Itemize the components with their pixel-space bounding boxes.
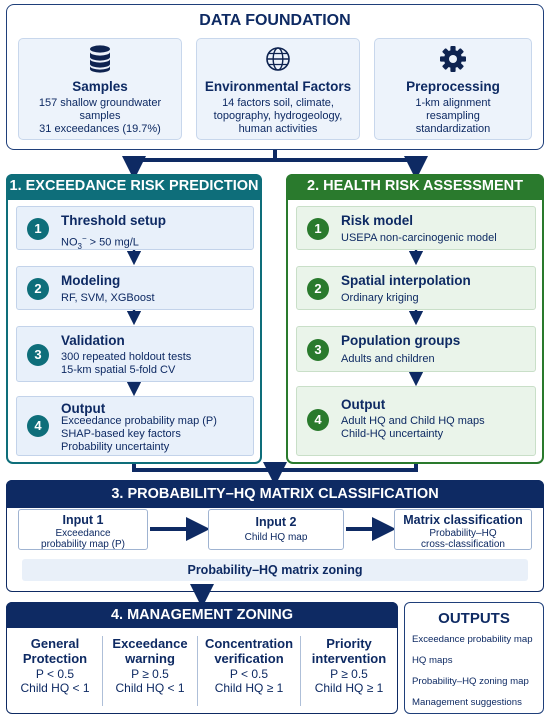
zone-general-protection: General Protection P < 0.5 Child HQ < 1 xyxy=(8,630,102,712)
preprocessing-card: Preprocessing 1-km alignment resampling … xyxy=(374,38,532,140)
preprocessing-title: Preprocessing xyxy=(406,79,500,94)
step-description: Exceedance probability map (P) SHAP-base… xyxy=(61,415,217,453)
output-item: Exceedance probability map xyxy=(412,634,533,645)
health-risk-title: 2. HEALTH RISK ASSESSMENT xyxy=(286,174,544,200)
input-1-box: Input 1 Exceedance probability map (P) xyxy=(18,509,148,550)
outputs-panel xyxy=(404,602,544,714)
zone-divider xyxy=(300,636,301,706)
environmental-factors-title: Environmental Factors xyxy=(204,79,352,94)
input-2-description: Child HQ map xyxy=(244,532,308,543)
input-2-box: Input 2 Child HQ map xyxy=(208,509,344,550)
samples-description: 157 shallow groundwater samples 31 excee… xyxy=(38,97,162,135)
exceedance-step-4: 4 Output Exceedance probability map (P) … xyxy=(16,396,254,456)
step-title: Risk model xyxy=(341,213,414,228)
step-number: 2 xyxy=(307,278,329,300)
matrix-classification-box: Matrix classification Probability–HQ cro… xyxy=(394,509,532,550)
step-title: Population groups xyxy=(341,333,461,348)
management-title: 4. MANAGEMENT ZONING xyxy=(6,602,398,628)
matrix-classification-title: Matrix classification xyxy=(403,513,523,527)
step-description: 300 repeated holdout tests 15-km spatial… xyxy=(61,351,192,376)
data-foundation-title: DATA FOUNDATION xyxy=(199,12,351,29)
step-number: 3 xyxy=(27,344,49,366)
database-icon xyxy=(90,45,110,73)
zone-title: General Protection xyxy=(22,636,88,666)
zone-criteria: P ≥ 0.5 Child HQ ≥ 1 xyxy=(314,667,384,695)
exceedance-risk-title: 1. EXCEEDANCE RISK PREDICTION xyxy=(6,174,262,200)
step-number: 1 xyxy=(307,218,329,240)
exceedance-risk-panel: 1. EXCEEDANCE RISK PREDICTION 1 Threshol… xyxy=(6,174,262,464)
zone-criteria: P < 0.5 Child HQ ≥ 1 xyxy=(214,667,284,695)
samples-title: Samples xyxy=(72,79,128,94)
step-title: Spatial interpolation xyxy=(341,273,471,288)
step-title: Output xyxy=(61,401,106,416)
zone-concentration-verification: Concentration verification P < 0.5 Child… xyxy=(198,630,300,712)
health-step-1: 1 Risk model USEPA non-carcinogenic mode… xyxy=(296,206,536,250)
step-description: Ordinary kriging xyxy=(341,292,419,304)
step-title: Modeling xyxy=(61,273,121,288)
exceedance-step-2: 2 Modeling RF, SVM, XGBoost xyxy=(16,266,254,310)
zone-title: Priority intervention xyxy=(311,636,387,666)
step-description: USEPA non-carcinogenic model xyxy=(341,232,497,244)
step-number: 3 xyxy=(307,339,329,361)
step-description: RF, SVM, XGBoost xyxy=(61,292,155,304)
outputs-title: OUTPUTS xyxy=(438,610,510,627)
input-1-description: Exceedance probability map (P) xyxy=(41,528,125,550)
matrix-zoning-bar: Probability–HQ matrix zoning xyxy=(22,559,528,581)
step-description: Adult HQ and Child HQ maps Child-HQ unce… xyxy=(341,415,485,440)
zone-title: Concentration verification xyxy=(204,636,294,666)
threshold-formula: NO3− > 50 mg/L xyxy=(61,234,139,251)
output-item: Probability–HQ zoning map xyxy=(412,676,529,687)
exceedance-step-3: 3 Validation 300 repeated holdout tests … xyxy=(16,326,254,382)
step-number: 1 xyxy=(27,218,49,240)
step-title: Validation xyxy=(61,333,125,348)
matrix-title: 3. PROBABILITY–HQ MATRIX CLASSIFICATION xyxy=(6,480,544,508)
step-number: 2 xyxy=(27,278,49,300)
matrix-classification-description: Probability–HQ cross-classification xyxy=(421,528,505,550)
zone-priority-intervention: Priority intervention P ≥ 0.5 Child HQ ≥… xyxy=(301,630,397,712)
zone-exceedance-warning: Exceedance warning P ≥ 0.5 Child HQ < 1 xyxy=(103,630,197,712)
globe-icon xyxy=(266,47,290,71)
input-1-title: Input 1 xyxy=(62,513,104,527)
step-description: Adults and children xyxy=(341,353,435,365)
step-number: 4 xyxy=(27,415,49,437)
zone-title: Exceedance warning xyxy=(112,636,188,666)
zone-criteria: P ≥ 0.5 Child HQ < 1 xyxy=(115,667,185,695)
exceedance-step-1: 1 Threshold setup NO3− > 50 mg/L xyxy=(16,206,254,251)
step-title: Output xyxy=(341,397,386,412)
health-step-2: 2 Spatial interpolation Ordinary kriging xyxy=(296,266,536,310)
output-item: Management suggestions xyxy=(412,697,522,708)
health-step-3: 3 Population groups Adults and children xyxy=(296,326,536,372)
samples-card: Samples 157 shallow groundwater samples … xyxy=(18,38,182,140)
output-item: HQ maps xyxy=(412,655,453,666)
input-2-title: Input 2 xyxy=(255,515,297,529)
zone-divider xyxy=(102,636,103,706)
zone-criteria: P < 0.5 Child HQ < 1 xyxy=(20,667,90,695)
step-title: Threshold setup xyxy=(61,213,167,228)
health-risk-panel: 2. HEALTH RISK ASSESSMENT 1 Risk model U… xyxy=(286,174,544,464)
environmental-factors-description: 14 factors soil, climate, topography, hy… xyxy=(213,97,343,135)
zone-divider xyxy=(197,636,198,706)
environmental-factors-card: Environmental Factors 14 factors soil, c… xyxy=(196,38,360,140)
preprocessing-description: 1-km alignment resampling standardizatio… xyxy=(415,97,491,135)
gear-icon xyxy=(440,46,466,72)
step-number: 4 xyxy=(307,409,329,431)
health-step-4: 4 Output Adult HQ and Child HQ maps Chil… xyxy=(296,386,536,456)
